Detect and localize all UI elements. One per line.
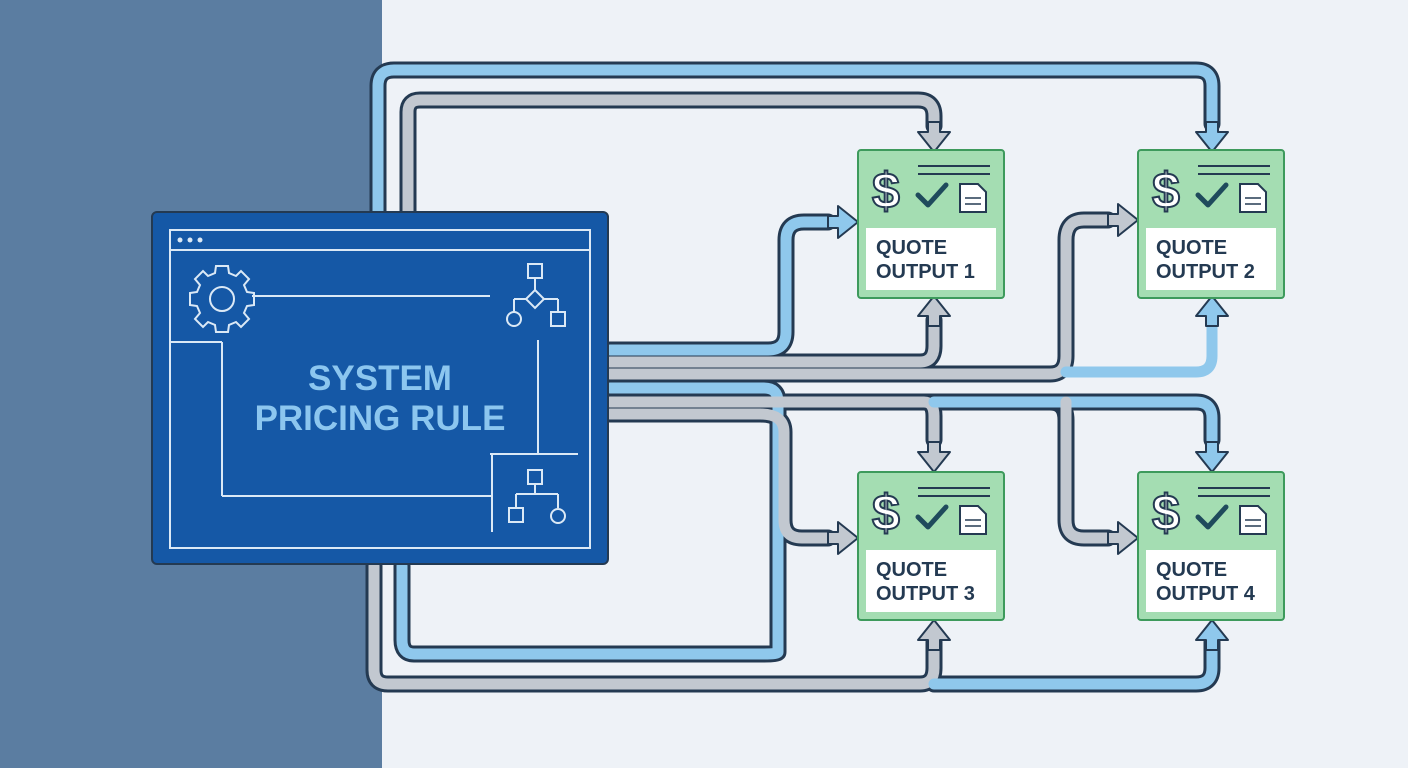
arrowhead-top-left bbox=[917, 121, 951, 153]
dollar-icon: $ bbox=[872, 485, 900, 541]
arrowhead-output3-top bbox=[917, 441, 951, 473]
checkmark-icon bbox=[915, 504, 949, 530]
card-1-line2: OUTPUT 1 bbox=[876, 261, 975, 283]
quote-output-card-1: $ QUOTE OUTPUT 1 bbox=[857, 149, 1005, 299]
dollar-icon: $ bbox=[1152, 485, 1180, 541]
document-icon bbox=[1239, 183, 1267, 213]
gear-icon bbox=[189, 265, 255, 333]
document-icon bbox=[959, 505, 987, 535]
quote-output-card-4: $ QUOTE OUTPUT 4 bbox=[1137, 471, 1285, 621]
document-icon bbox=[959, 183, 987, 213]
checkmark-icon bbox=[1195, 182, 1229, 208]
dollar-icon: $ bbox=[1152, 163, 1180, 219]
flowchart-icon bbox=[506, 263, 566, 327]
arrowhead-output3-left bbox=[827, 521, 859, 555]
card-1-line1: QUOTE bbox=[876, 237, 947, 259]
checkmark-icon bbox=[1195, 504, 1229, 530]
window-dots-icon bbox=[177, 237, 203, 243]
card-3-line1: QUOTE bbox=[876, 559, 947, 581]
arrowhead-output4-left bbox=[1107, 521, 1139, 555]
card-2-line2: OUTPUT 2 bbox=[1156, 261, 1255, 283]
arrowhead-top-right bbox=[1195, 121, 1229, 153]
arrowhead-output1-bottom bbox=[917, 295, 951, 327]
quote-output-card-2: $ QUOTE OUTPUT 2 bbox=[1137, 149, 1285, 299]
arrowhead-output2-bottom bbox=[1195, 295, 1229, 327]
document-icon bbox=[1239, 505, 1267, 535]
card-2-line1: QUOTE bbox=[1156, 237, 1227, 259]
system-title-line2: PRICING RULE bbox=[255, 399, 506, 438]
dollar-icon: $ bbox=[872, 163, 900, 219]
arrowhead-output3-bottom bbox=[917, 619, 951, 651]
system-title-line1: SYSTEM bbox=[308, 359, 452, 398]
connector-lines bbox=[365, 61, 1221, 693]
arrowhead-output1-left bbox=[827, 205, 859, 239]
checkmark-icon bbox=[915, 182, 949, 208]
system-pricing-rule-box: SYSTEM PRICING RULE bbox=[151, 211, 609, 565]
arrowhead-output4-bottom bbox=[1195, 619, 1229, 651]
arrowhead-output4-top bbox=[1195, 441, 1229, 473]
quote-output-card-3: $ QUOTE OUTPUT 3 bbox=[857, 471, 1005, 621]
card-3-line2: OUTPUT 3 bbox=[876, 583, 975, 605]
arrowhead-output2-left bbox=[1107, 203, 1139, 237]
card-4-line2: OUTPUT 4 bbox=[1156, 583, 1256, 605]
hierarchy-icon bbox=[508, 469, 566, 524]
card-4-line1: QUOTE bbox=[1156, 559, 1227, 581]
